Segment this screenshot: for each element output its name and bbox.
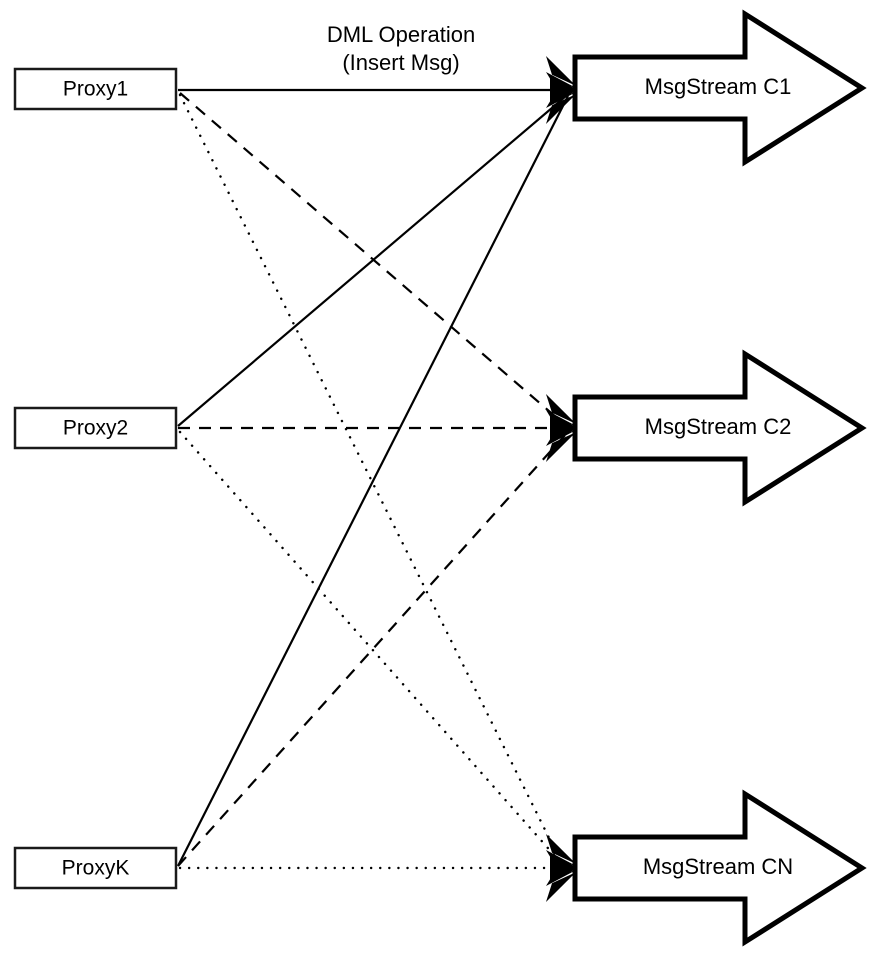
arrowhead-spike-0 — [546, 394, 576, 424]
proxy-box — [13, 406, 178, 450]
proxy-label: Proxy2 — [63, 417, 128, 440]
arrowhead-spike-3 — [546, 872, 576, 902]
edge-proxy1-to-c2 — [179, 92, 565, 425]
arrowhead-spike-2 — [546, 92, 576, 108]
arrowhead-spike-0 — [546, 834, 576, 864]
arrowhead-spike-3 — [546, 94, 576, 124]
arrowheads-layer — [546, 56, 578, 902]
proxy-node-proxy1[interactable]: Proxy1 — [13, 67, 178, 111]
stream-label: MsgStream CN — [643, 854, 793, 879]
edge-caption-line2: (Insert Msg) — [342, 50, 459, 75]
edge-proxyk-to-c2 — [177, 433, 567, 867]
edge-caption-line1: DML Operation — [327, 22, 475, 47]
arrowhead-spike-1 — [546, 410, 576, 426]
proxy-box — [13, 846, 178, 890]
stream-stream_c1[interactable]: MsgStream C1 — [572, 9, 867, 167]
edge-proxyk-to-c1 — [177, 95, 569, 867]
arrowhead-c2 — [546, 394, 578, 462]
streams-layer: MsgStream C1 MsgStream C2 MsgStream CN — [572, 9, 867, 947]
arrowhead-spike-2 — [546, 430, 576, 446]
stream-arrow-shape — [572, 9, 867, 167]
stream-label: MsgStream C1 — [645, 74, 792, 99]
arrowhead-spike-1 — [546, 850, 576, 866]
edges-layer — [177, 88, 569, 870]
stream-arrow-shape — [572, 789, 867, 947]
arrowhead-spike-2 — [546, 870, 576, 886]
arrowhead-cn — [546, 834, 578, 902]
edge-caption: DML Operation (Insert Msg) — [327, 22, 475, 75]
stream-stream_c2[interactable]: MsgStream C2 — [572, 349, 867, 507]
proxy-label: Proxy1 — [63, 78, 128, 101]
proxy-label: ProxyK — [62, 857, 130, 880]
proxy-box — [13, 67, 178, 111]
edge-proxy2-to-c1 — [177, 95, 567, 427]
proxy-node-proxyk[interactable]: ProxyK — [13, 846, 178, 890]
arrowhead-spike-1 — [546, 72, 576, 88]
stream-stream_cn[interactable]: MsgStream CN — [572, 789, 867, 947]
arrowhead-c1 — [546, 56, 578, 124]
arrowhead-spike-3 — [546, 432, 576, 462]
arrowhead-spike-0 — [546, 56, 576, 86]
stream-arrow-shape — [572, 349, 867, 507]
proxy-node-proxy2[interactable]: Proxy2 — [13, 406, 178, 450]
stream-label: MsgStream C2 — [645, 414, 792, 439]
